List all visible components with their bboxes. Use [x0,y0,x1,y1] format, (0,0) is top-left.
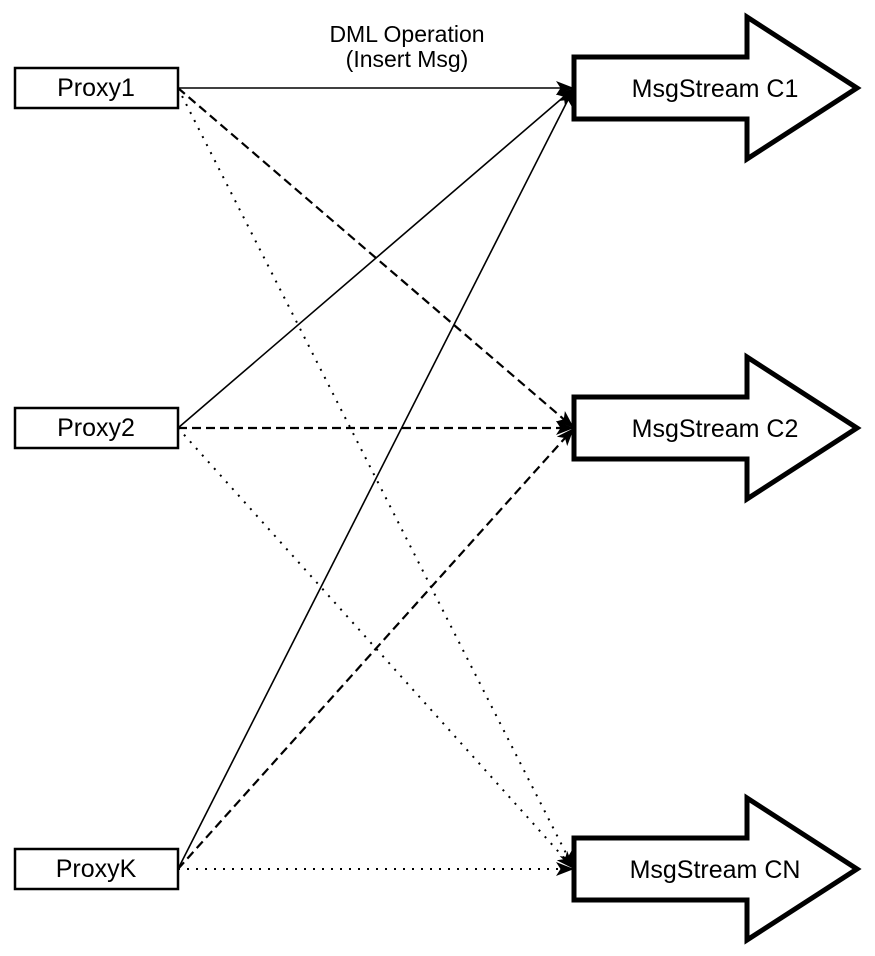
stream-c2-node: MsgStream C2 [571,352,862,504]
connector-proxy1-to-c2-dashed [177,87,575,429]
connector-lines [177,81,575,876]
diagram-title-line2: (Insert Msg) [346,46,469,72]
stream-c2-block-arrow-icon [571,352,862,504]
proxy2-box [13,406,180,450]
proxy2-node: Proxy2 [13,406,180,450]
proxy1-node: Proxy1 [13,66,180,110]
stream-cn-node: MsgStream CN [571,793,862,945]
stream-c1-node: MsgStream C1 [571,12,862,164]
stream-c2-label: MsgStream C2 [632,415,799,443]
proxyk-label: ProxyK [56,855,137,883]
diagram-title: DML Operation (Insert Msg) [329,21,484,72]
proxy2-label: Proxy2 [57,414,135,442]
connector-proxyk-to-c2-dashed [177,427,575,870]
connector-proxyk-to-c1-solid [177,87,575,870]
stream-cn-label: MsgStream CN [630,856,801,884]
stream-cn-block-arrow-icon [571,793,862,945]
connector-proxy1-to-cn-dotted [177,87,575,870]
stream-c1-label: MsgStream C1 [632,75,799,103]
proxyk-node: ProxyK [13,847,180,891]
diagram-title-line1: DML Operation [329,21,484,47]
proxyk-box [13,847,180,891]
stream-c1-block-arrow-icon [571,12,862,164]
proxy1-label: Proxy1 [57,74,135,102]
proxy1-box [13,66,180,110]
